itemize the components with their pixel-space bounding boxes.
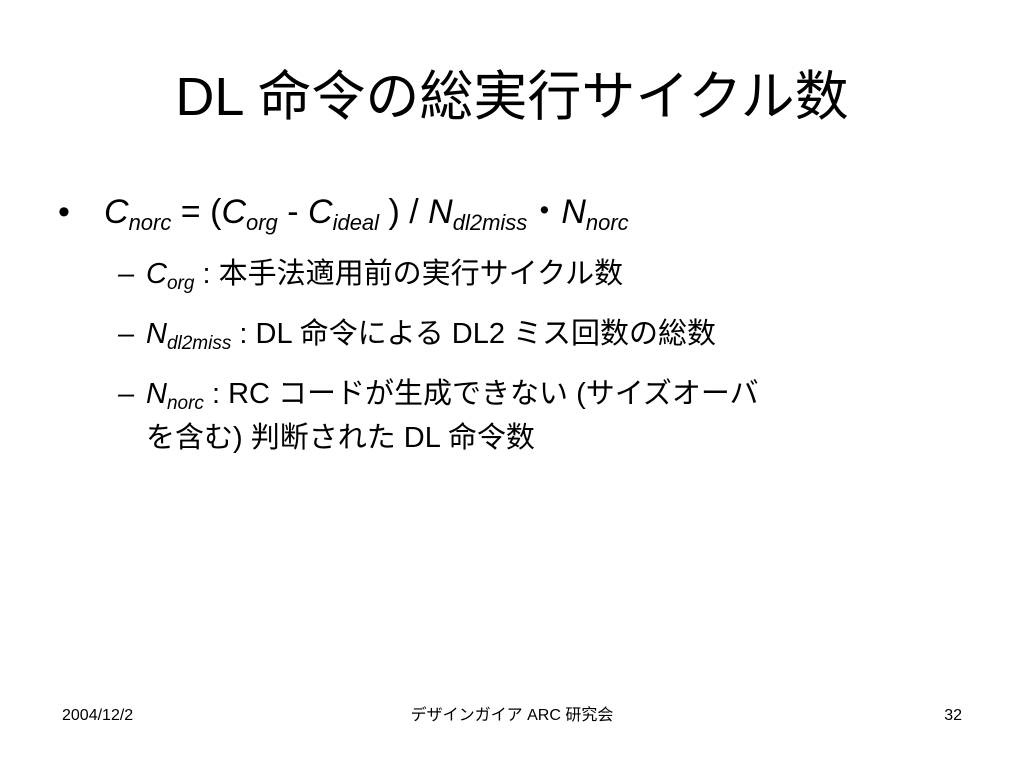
definition-n-dl2miss: –Ndl2miss : DL 命令による DL2 ミス回数の総数 [118,314,716,364]
formula-c-ideal-var: C [308,193,333,231]
definition-sub: org [166,273,195,294]
formula-n-miss-sub: dl2miss [452,210,528,235]
footer-event: デザインガイア ARC 研究会 [410,707,614,724]
definition-n-norc-continuation: を含む) 判断された DL 命令数 [146,422,535,454]
formula-divide: ) / [379,193,429,231]
definition-text: : RC コードが生成できない (サイズオーバ [203,378,759,410]
bullet-marker: • [58,193,70,231]
definition-c-org: –Corg : 本手法適用前の実行サイクル数 [118,254,623,304]
dash-marker: – [118,378,135,410]
formula-c-org-var: C [221,193,246,231]
definition-text: : 本手法適用前の実行サイクル数 [194,258,624,290]
formula-multiply-dot: ・ [527,193,562,231]
dash-marker: – [118,318,135,350]
formula-minus: - [277,193,309,231]
formula-c-norc-sub: norc [128,210,172,235]
formula-c-norc-var: C [104,193,129,231]
definition-var: N [146,318,167,350]
slide-title: DL 命令の総実行サイクル数 [175,67,849,127]
footer-date: 2004/12/2 [62,707,134,724]
formula-equals: = ( [171,193,222,231]
footer-page-number: 32 [944,707,962,724]
formula-bullet: •Cnorc = (Corg - Cideal ) / Ndl2miss・Nno… [58,190,629,245]
definition-sub: norc [166,393,204,414]
definition-sub: dl2miss [166,333,232,354]
definition-text: : DL 命令による DL2 ミス回数の総数 [231,318,717,350]
definition-var: C [146,258,167,290]
formula-n-miss-var: N [428,193,453,231]
formula-n-norc-var: N [561,193,586,231]
definition-var: N [146,378,167,410]
formula-c-org-sub: org [246,210,278,235]
definition-n-norc: –Nnorc : RC コードが生成できない (サイズオーバ [118,374,759,424]
formula-n-norc-sub: norc [585,210,629,235]
formula-c-ideal-sub: ideal [332,210,380,235]
dash-marker: – [118,258,135,290]
